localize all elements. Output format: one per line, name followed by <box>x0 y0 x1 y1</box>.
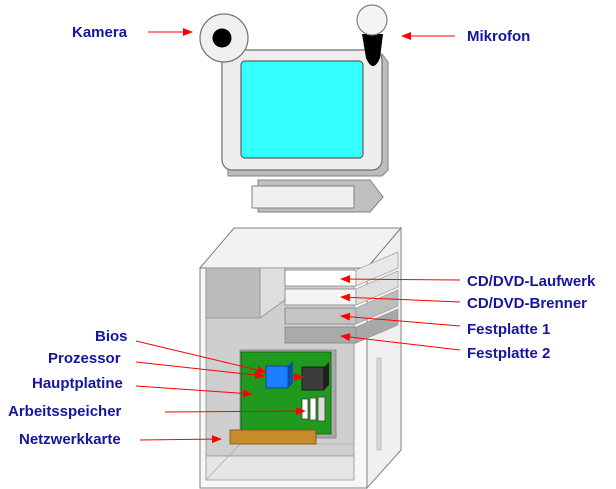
computer-case <box>198 226 403 489</box>
arrow-hauptplatine <box>135 385 253 398</box>
ram-module <box>301 398 309 420</box>
hard-drive-2 <box>284 326 357 344</box>
arrow-arbeitsspeicher <box>164 407 306 416</box>
label-kamera: Kamera <box>72 24 128 41</box>
label-mikrofon: Mikrofon <box>467 28 530 45</box>
label-hauptplatine: Hauptplatine <box>32 375 123 392</box>
label-prozessor: Prozessor <box>48 350 121 367</box>
cd-dvd-drive <box>284 269 357 287</box>
arrow-netzwerkkarte <box>139 435 222 444</box>
label-bios: Bios <box>95 328 128 345</box>
arrow-cd-laufwerk <box>340 275 461 284</box>
label-festplatte-2: Festplatte 2 <box>467 345 550 362</box>
pointer-arrows <box>135 28 461 444</box>
motherboard <box>239 349 337 439</box>
bios-chip <box>265 365 289 389</box>
monitor-stand <box>251 185 355 209</box>
label-netzwerkkarte: Netzwerkkarte <box>19 431 121 448</box>
arrow-festplatte1 <box>340 312 461 327</box>
network-card <box>229 429 317 445</box>
power-supply <box>205 267 261 319</box>
arrow-prozessor <box>135 361 265 379</box>
label-festplatte-1: Festplatte 1 <box>467 321 550 338</box>
camera <box>199 13 249 63</box>
monitor-screen <box>240 60 364 159</box>
label-arbeitsspeicher: Arbeitsspeicher <box>8 403 122 420</box>
ram-module <box>309 397 317 421</box>
microphone-head-icon <box>356 4 388 36</box>
camera-lens-icon <box>212 28 232 48</box>
arrow-cd-brenner <box>340 293 461 303</box>
arrow-bios <box>135 340 267 374</box>
label-cd-dvd-brenner: CD/DVD-Brenner <box>467 295 587 312</box>
microphone <box>356 4 388 66</box>
arrow-festplatte2 <box>340 333 461 351</box>
processor-chip <box>301 366 325 391</box>
monitor <box>221 49 389 213</box>
ram-module <box>317 396 326 422</box>
label-cd-dvd-laufwerk: CD/DVD-Laufwerk <box>467 273 596 290</box>
